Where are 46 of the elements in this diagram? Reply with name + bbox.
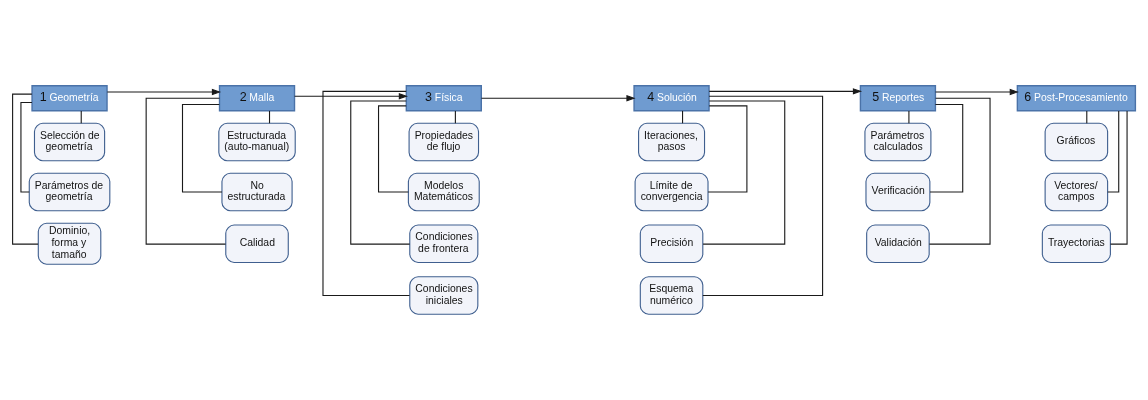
arrow [294, 92, 408, 100]
node-box: Propiedades de flujo [408, 122, 480, 162]
arrow [480, 95, 636, 102]
node-box: Calidad [225, 224, 289, 264]
node-box: Condiciones iniciales [409, 276, 479, 315]
node-box: 6 Post-Procesamiento [1016, 85, 1137, 112]
connector [707, 105, 748, 193]
connector [350, 100, 411, 245]
node-box: Precisión [639, 224, 704, 264]
node-box: 4 Solución [633, 85, 710, 112]
node-box: 3 Física [405, 85, 482, 112]
connector [378, 105, 409, 193]
node-box: Selección de geometría [33, 122, 106, 162]
connector [928, 97, 991, 245]
connector [12, 93, 39, 245]
connector [908, 110, 910, 124]
connector [145, 97, 227, 245]
connector [20, 101, 33, 193]
connector [1107, 110, 1120, 193]
arrow [708, 88, 863, 95]
node-box: Límite de convergencia [634, 172, 709, 212]
arrow [106, 88, 222, 96]
node-box: Parámetros de geometría [28, 172, 111, 212]
node-box: Estructurada (auto-manual) [218, 122, 296, 162]
connector [702, 95, 824, 297]
node-box: Parámetros calculados [864, 122, 932, 162]
arrow [935, 88, 1019, 96]
node-box: Dominio, forma y tamaño [37, 222, 102, 265]
node-box: Modelos Matemáticos [407, 172, 480, 212]
node-box: Iteraciones, pasos [638, 122, 706, 162]
node-box: Verificación [865, 172, 931, 212]
node-box: Trayectorias [1041, 224, 1111, 264]
node-box: Validación [866, 224, 930, 264]
connector [181, 103, 223, 193]
node-box: 2 Malla [218, 85, 296, 112]
connector [322, 90, 411, 297]
connector [1109, 110, 1128, 245]
node-box: No estructurada [221, 172, 293, 212]
connector [929, 103, 964, 193]
node-box: Vectores/ campos [1044, 172, 1109, 212]
node-box: Esquema numérico [639, 276, 704, 315]
node-box: Gráficos [1044, 122, 1109, 162]
connector [702, 100, 786, 245]
node-box: 1 Geometría [31, 85, 108, 112]
node-box: 5 Reportes [859, 85, 937, 112]
node-box: Condiciones de frontera [409, 224, 479, 264]
